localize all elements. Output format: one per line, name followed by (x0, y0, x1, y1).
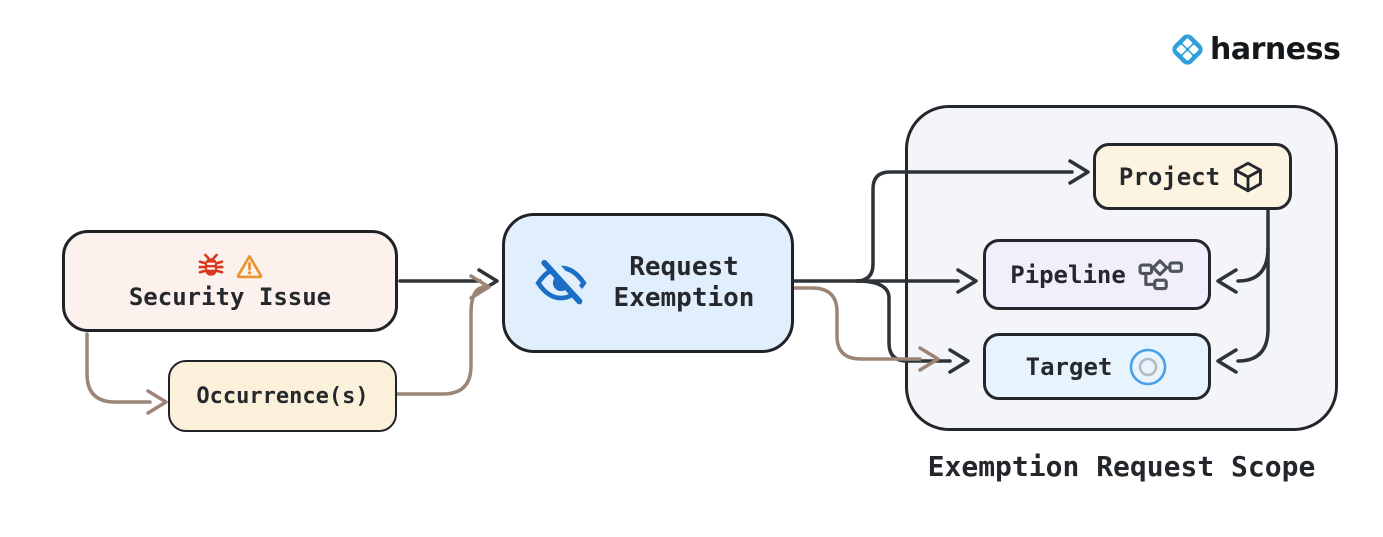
project-label: Project (1118, 162, 1221, 191)
edge-security-to-occurrences (85, 332, 168, 415)
harness-logo: harness (1168, 30, 1341, 69)
edge-exemption-to-target-brown (792, 286, 940, 372)
pipeline-node[interactable]: Pipeline (983, 239, 1211, 310)
occurrences-label: Occurrence(s) (196, 383, 369, 409)
edge-exemption-to-pipeline (792, 268, 978, 294)
pipeline-graph-icon (1138, 258, 1183, 290)
bug-icon (198, 253, 224, 276)
project-node[interactable]: Project (1093, 143, 1292, 210)
target-label: Target (1025, 352, 1113, 381)
target-node[interactable]: Target (983, 333, 1211, 400)
security-issue-icons (196, 251, 264, 281)
security-issue-node[interactable]: Security Issue (62, 230, 398, 332)
package-cube-icon (1234, 161, 1262, 192)
harness-wordmark: harness (1210, 31, 1341, 67)
occurrences-node[interactable]: Occurrence(s) (168, 360, 397, 432)
edge-project-to-target (1216, 209, 1270, 374)
pipeline-label: Pipeline (1010, 260, 1126, 289)
harness-diamond-icon (1172, 34, 1203, 65)
edge-project-to-pipeline (1216, 246, 1270, 294)
eye-off-icon (535, 260, 589, 306)
exemption-scope-label: Exemption Request Scope (927, 450, 1316, 483)
request-exemption-label: Request Exemption (613, 252, 755, 313)
edge-exemption-to-project (854, 159, 1090, 283)
warning-icon (236, 254, 263, 278)
request-exemption-node[interactable]: Request Exemption (502, 213, 794, 353)
target-icon (1130, 348, 1167, 385)
security-issue-label: Security Issue (128, 283, 332, 311)
edge-occurrences-to-exemption (395, 274, 491, 396)
